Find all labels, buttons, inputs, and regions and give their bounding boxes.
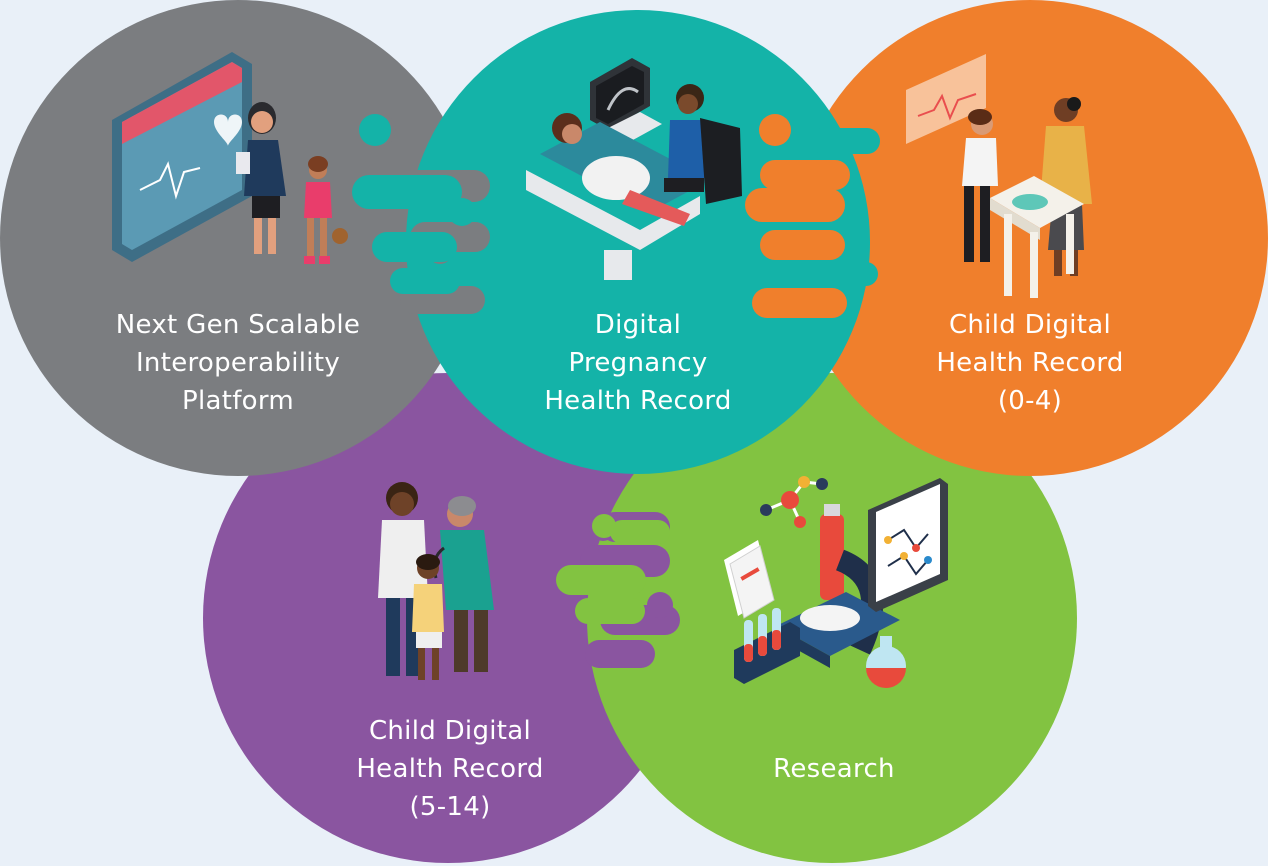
test-tubes-icon [734, 608, 800, 684]
splash-teal-left [352, 114, 476, 294]
splash-orange [745, 114, 850, 318]
label-research: Research [773, 754, 895, 784]
label-platform: Next Gen Scalable Interoperability Platf… [115, 310, 361, 416]
flask-icon [866, 636, 906, 688]
nurse-icon [962, 109, 998, 262]
label-child-5-14: Child Digital Health Record (5-14) [356, 716, 544, 822]
illustration-pregnancy [526, 58, 742, 280]
splash-green [556, 514, 670, 624]
computer-screen-icon [868, 478, 948, 612]
sonographer-icon [664, 84, 742, 204]
child-icon [304, 156, 348, 264]
patient-icon [552, 113, 690, 226]
label-child-0-4: Child Digital Health Record (0-4) [936, 310, 1124, 416]
illustration-platform [112, 52, 348, 264]
changing-table-icon [990, 176, 1084, 298]
illustration-research [724, 476, 948, 688]
parent-icon [378, 482, 428, 676]
label-pregnancy: Digital Pregnancy Health Record [544, 310, 732, 416]
molecule-icon [760, 476, 828, 528]
documents-icon [724, 540, 775, 619]
circle-child-5-14 [203, 373, 693, 863]
chart-panel-icon [906, 54, 986, 144]
monitor-icon [112, 52, 252, 262]
illustration-child-5-14 [378, 482, 494, 680]
boy-icon [412, 554, 444, 680]
splash-teal-right [810, 128, 880, 286]
illustration-child-0-4 [906, 54, 1092, 298]
clinician-icon [236, 102, 286, 254]
